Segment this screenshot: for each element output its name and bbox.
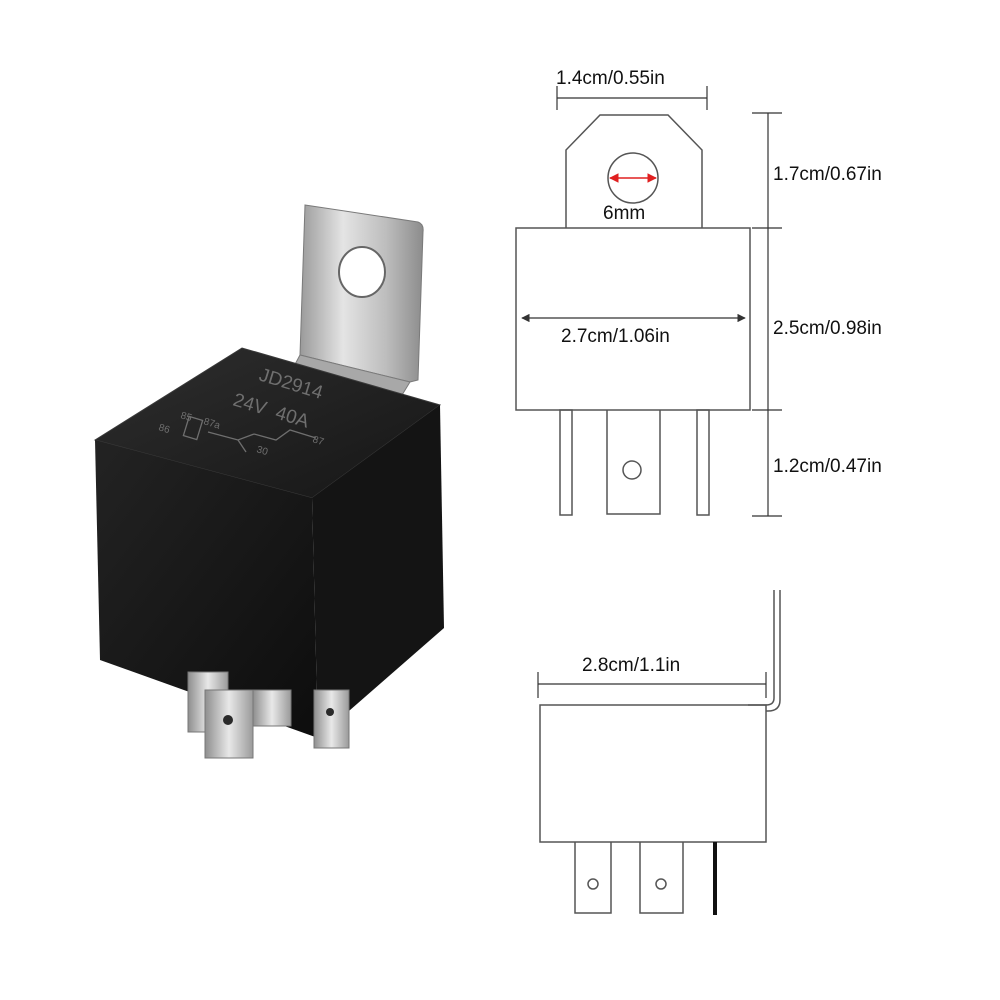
hole-diameter-label: 6mm: [603, 203, 645, 224]
side-bracket-outline: [748, 590, 781, 712]
front-pin-right: [696, 409, 710, 516]
side-body-outline: [539, 704, 767, 843]
pin-label-86: 86: [157, 422, 171, 436]
tab-width-label: 1.4cm/0.55in: [556, 68, 665, 89]
front-pin-center: [606, 410, 661, 515]
side-pin-right: [639, 842, 684, 914]
relay-photo: JD2914 24V 40A 85 87a 86 30 87: [93, 204, 444, 759]
overall-width-label: 2.8cm/1.1in: [582, 655, 680, 676]
front-view-dimensions: [521, 86, 782, 517]
terminal: [252, 689, 292, 727]
relay-side-face: [312, 405, 444, 738]
pin-height-label: 1.2cm/0.47in: [773, 456, 882, 477]
pin-label-30: 30: [255, 444, 269, 458]
front-pin-left: [559, 409, 573, 516]
front-tab-hole: [607, 152, 659, 204]
front-view-drawing: [515, 114, 751, 516]
terminal: [313, 689, 350, 749]
bracket-hole: [338, 246, 386, 298]
tab-height-label: 1.7cm/0.67in: [773, 164, 882, 185]
relay-front-face: [95, 440, 318, 738]
pin-label-87a: 87a: [202, 416, 222, 432]
side-pin-left: [574, 842, 612, 914]
body-width-label: 2.7cm/1.06in: [561, 326, 670, 347]
relay-schematic: [182, 415, 317, 453]
front-tab-outline: [565, 114, 703, 228]
front-body-outline: [515, 227, 751, 411]
pin-label-85: 85: [179, 410, 193, 424]
side-view-dimensions: [537, 672, 767, 698]
front-pin-center-hole: [622, 460, 642, 480]
relay-terminals: [187, 671, 350, 759]
side-view-drawing: [539, 590, 781, 914]
mounting-bracket: [291, 204, 424, 396]
pin-label-87: 87: [311, 434, 325, 448]
body-height-label: 2.5cm/0.98in: [773, 318, 882, 339]
